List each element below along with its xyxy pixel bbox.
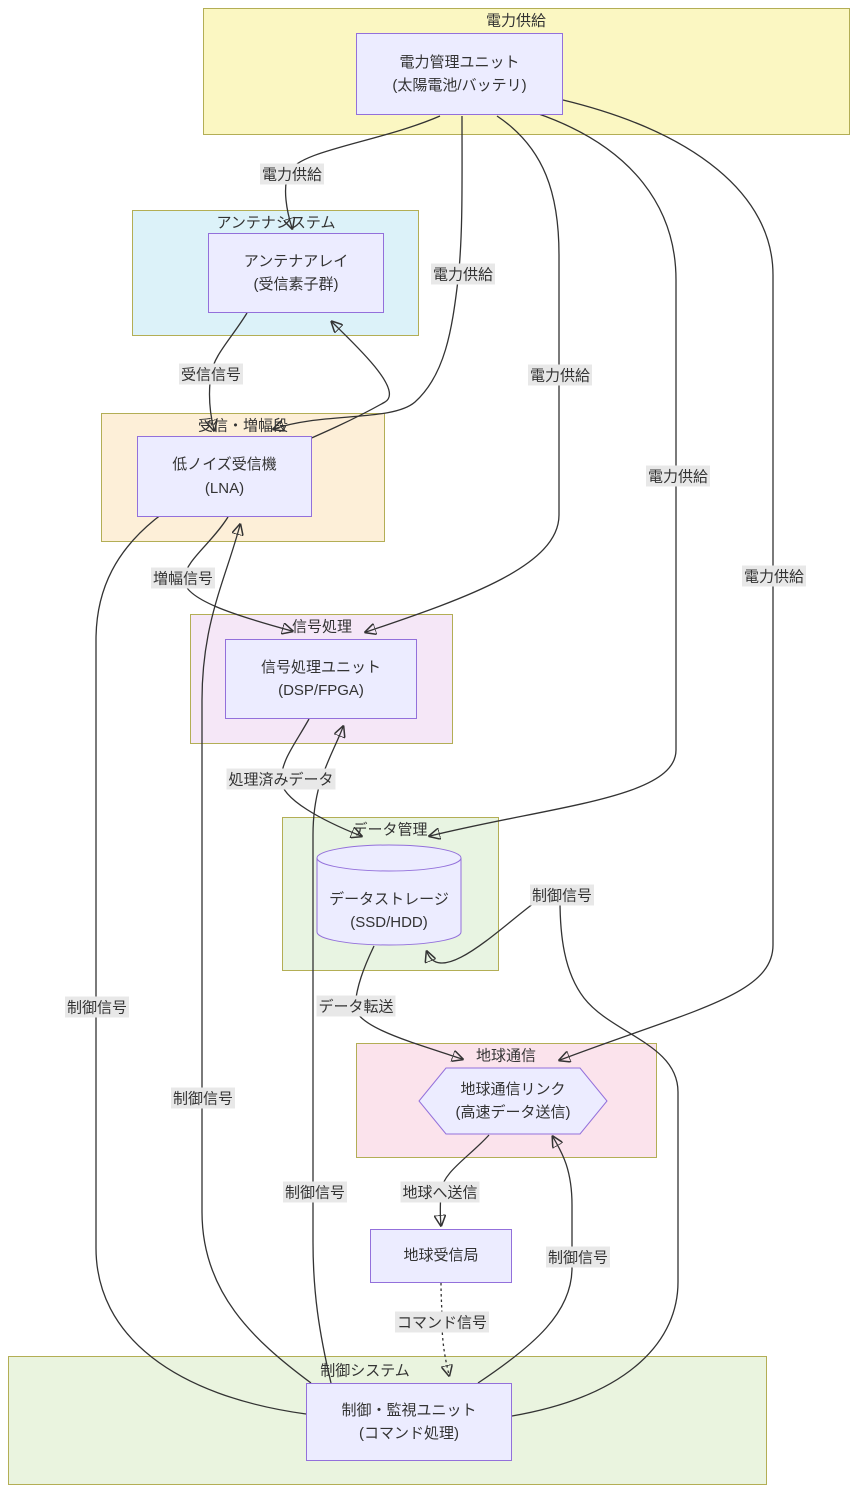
hexagon-shape — [418, 1067, 608, 1135]
edge-label-dsp-storage: 処理済みデータ — [226, 768, 336, 790]
node-earth-comm-link: 地球通信リンク (高速データ送信) — [418, 1067, 608, 1135]
node-sublabel: (高速データ送信) — [455, 1104, 571, 1121]
edge-power-storage — [430, 112, 677, 836]
group-title-signal: 信号処理 — [291, 618, 353, 636]
group-title-control: 制御システム — [320, 1362, 410, 1380]
edge-label-link-station: 地球へ送信 — [400, 1181, 480, 1203]
edge-label-antenna-lna: 受信信号 — [178, 363, 244, 385]
node-control-monitoring-unit: 制御・監視ユニット (コマンド処理) — [306, 1383, 512, 1461]
node-sublabel: (SSD/HDD) — [350, 914, 428, 931]
edge-label-power-link: 電力供給 — [741, 565, 807, 587]
node-label: 信号処理ユニット — [260, 658, 381, 676]
edge-label-power-storage: 電力供給 — [645, 465, 711, 487]
node-sublabel: (DSP/FPGA) — [278, 682, 364, 699]
node-label: アンテナアレイ — [243, 252, 349, 270]
edge-power-lna — [274, 115, 463, 429]
node-power-management-unit: 電力管理ユニット (太陽電池/バッテリ) — [356, 33, 563, 115]
node-sublabel: (太陽電池/バッテリ) — [392, 77, 527, 94]
cylinder-shape — [316, 844, 462, 946]
node-earth-receiving-station: 地球受信局 — [370, 1229, 512, 1283]
edge-power-dsp — [366, 115, 560, 632]
edge-control-lna — [201, 525, 312, 1384]
edge-link-station — [440, 1134, 490, 1225]
edge-label-control-dsp: 制御信号 — [282, 1181, 348, 1203]
edge-label-control-storage: 制御信号 — [529, 884, 595, 906]
node-label: 地球受信局 — [403, 1247, 479, 1265]
node-sublabel: (コマンド処理) — [359, 1425, 459, 1442]
edge-control-storage — [427, 891, 679, 1417]
group-title-power: 電力供給 — [485, 12, 547, 30]
node-label: 低ノイズ受信機 — [172, 456, 277, 474]
node-label: 制御・監視ユニット — [341, 1401, 477, 1419]
edge-control-dsp — [312, 727, 343, 1384]
node-data-storage: データストレージ (SSD/HDD) — [316, 844, 462, 962]
group-title-antenna: アンテナシステム — [216, 214, 336, 232]
node-sublabel: (LNA) — [204, 479, 245, 497]
edge-power-antenna — [286, 115, 441, 228]
node-sublabel: (受信素子群) — [253, 276, 339, 293]
edge-label-control-antenna: 制御信号 — [64, 996, 130, 1018]
edge-label-control-lna: 制御信号 — [170, 1087, 236, 1109]
edge-label-power-lna: 電力供給 — [430, 263, 496, 285]
node-label: 電力管理ユニット — [399, 53, 520, 71]
edge-label-storage-link: データ転送 — [316, 995, 396, 1017]
edge-label-power-dsp: 電力供給 — [527, 364, 593, 386]
node-label: データストレージ — [329, 890, 449, 908]
edge-power-link — [560, 99, 774, 1060]
group-title-amp: 受信・増幅段 — [197, 417, 289, 435]
edge-station-control — [440, 1282, 449, 1375]
node-signal-processing-unit: 信号処理ユニット (DSP/FPGA) — [225, 639, 417, 719]
edge-control-link — [477, 1137, 573, 1384]
edge-label-power-antenna: 電力供給 — [259, 163, 325, 185]
edge-label-station-control: コマンド信号 — [394, 1311, 490, 1333]
edge-label-lna-dsp: 増幅信号 — [150, 567, 216, 589]
group-title-comm: 地球通信 — [475, 1047, 537, 1065]
group-title-data: データ管理 — [352, 821, 428, 839]
node-antenna-array: アンテナアレイ (受信素子群) — [208, 233, 384, 313]
node-low-noise-receiver: 低ノイズ受信機 (LNA) — [137, 436, 312, 517]
node-label: 地球通信リンク — [460, 1080, 566, 1098]
edge-label-control-link: 制御信号 — [545, 1246, 611, 1268]
edge-control-antenna — [95, 322, 391, 1415]
